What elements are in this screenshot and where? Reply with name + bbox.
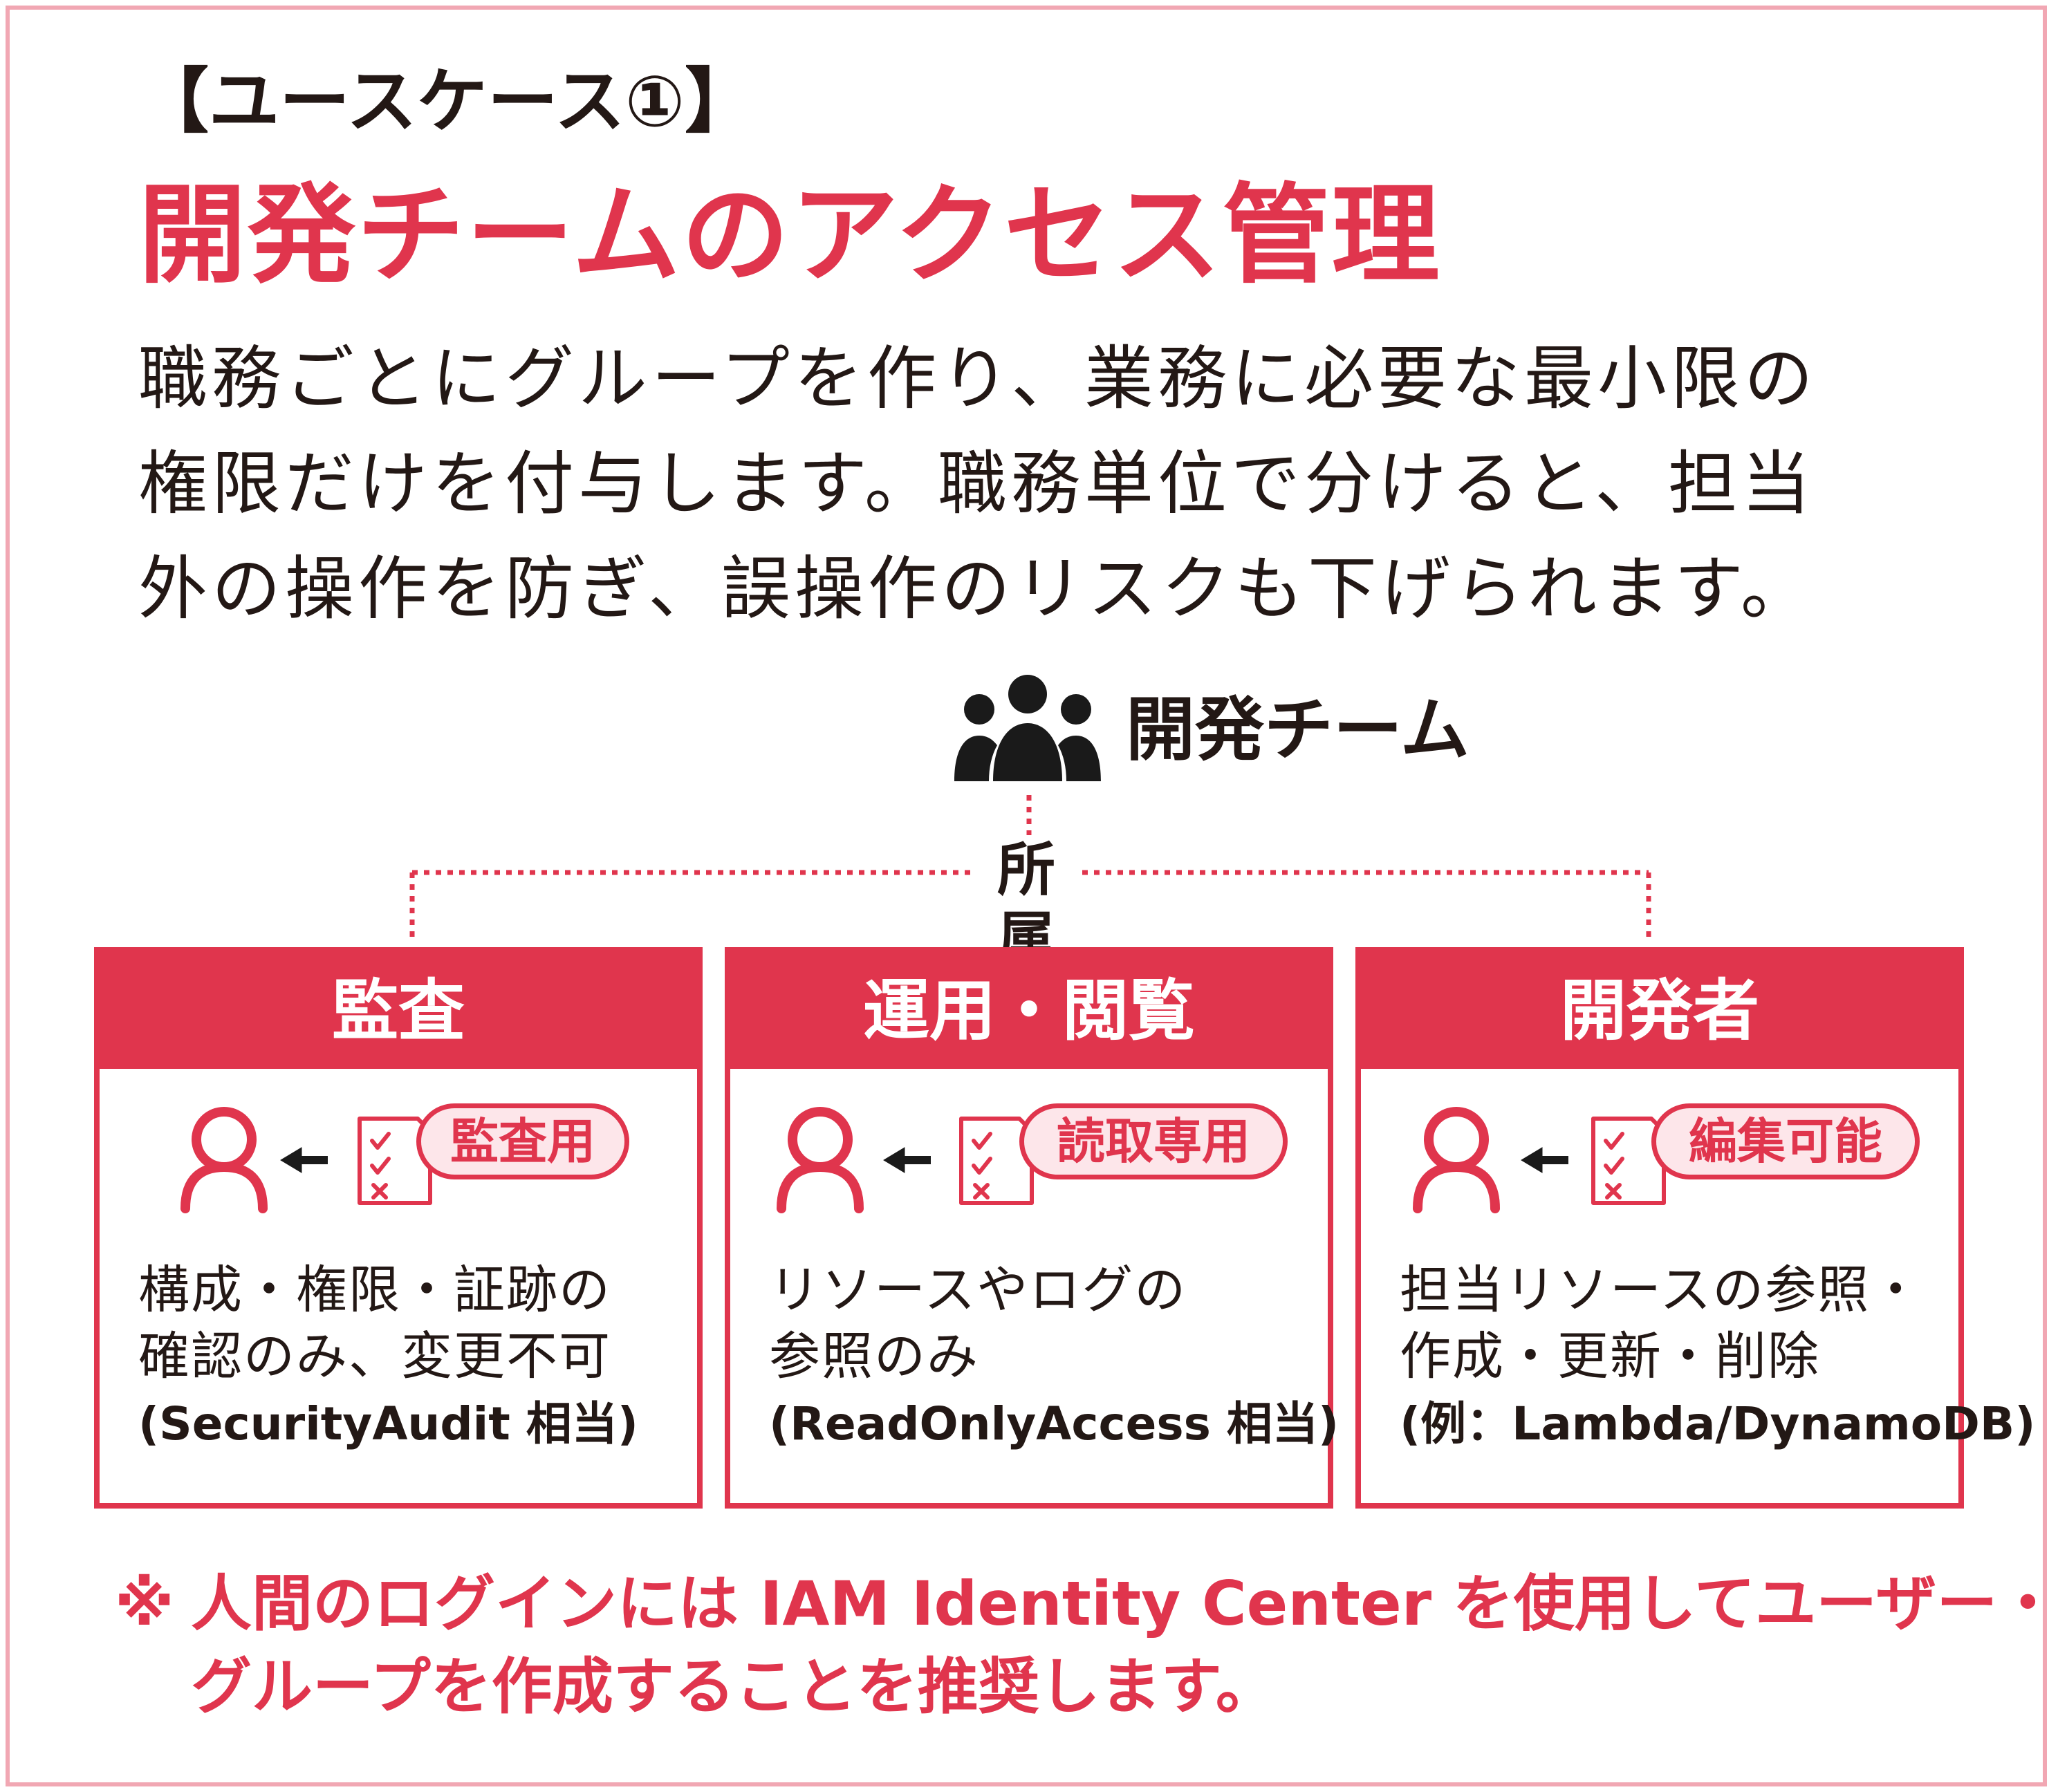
group-name: 開発者 — [1361, 953, 1958, 1069]
group-description: 担当リソースの参照・ 作成・更新・削除 — [1400, 1257, 1953, 1390]
user-icon — [777, 1107, 864, 1213]
group-description-line: 参照のみ — [769, 1327, 979, 1386]
user-icon — [180, 1107, 268, 1213]
user-icon — [1413, 1107, 1500, 1213]
group-card-audit: 監査 監査用 構成・権限・証跡の 確認のみ、変更不可 (SecurityAudi… — [94, 947, 703, 1509]
footnote-mark: ※ — [115, 1568, 174, 1639]
group-description: 構成・権限・証跡の 確認のみ、変更不可 — [138, 1257, 692, 1390]
arrow-left-icon — [883, 1147, 931, 1173]
permission-badge: 読取専用 — [1019, 1103, 1288, 1179]
team-name: 開発チーム — [1126, 689, 1470, 770]
page-title: 開発チームのアクセス管理 — [138, 172, 1441, 298]
group-description: リソースやログの 参照のみ — [769, 1257, 1322, 1390]
group-policy-note: (ReadOnlyAccess 相当) — [769, 1397, 1339, 1450]
group-description-line: 確認のみ、変更不可 — [138, 1327, 611, 1386]
group-description-line: 担当リソースの参照・ — [1400, 1260, 1923, 1320]
description-line: 外の操作を防ぎ、誤操作のリスクも下げられます。 — [138, 548, 1814, 629]
footnote-line: 人間のログインには IAM Identity Center を使用してユーザー・ — [191, 1568, 2058, 1639]
footnote-line: グループを作成することを推奨します。 — [191, 1651, 1277, 1722]
arrow-left-icon — [280, 1147, 328, 1173]
permission-badge: 編集可能 — [1651, 1103, 1920, 1179]
user-policy-graphic — [777, 1107, 1034, 1213]
checklist-icon — [358, 1117, 432, 1205]
group-policy-note: (SecurityAudit 相当) — [138, 1397, 638, 1450]
team-icon — [954, 675, 1101, 781]
group-description-line: リソースやログの — [769, 1260, 1187, 1320]
permission-badge: 監査用 — [416, 1103, 629, 1179]
group-card-developer: 開発者 編集可能 担当リソースの参照・ 作成・更新・削除 (例：Lambda/D… — [1355, 947, 2036, 1509]
description: 職務ごとにグループを作り、業務に必要な最小限の 権限だけを付与します。職務単位で… — [138, 326, 1964, 642]
description-line: 権限だけを付与します。職務単位で分けると、担当 — [138, 443, 1815, 524]
group-name: 監査 — [100, 953, 697, 1069]
user-policy-graphic — [180, 1107, 432, 1213]
outer-frame — [6, 6, 2047, 1786]
group-name: 運用・閲覧 — [730, 953, 1328, 1069]
description-line: 職務ごとにグループを作り、業務に必要な最小限の — [138, 338, 1817, 419]
group-card-operations: 運用・閲覧 読取専用 リソースやログの 参照のみ (ReadOnlyAccess… — [725, 947, 1339, 1509]
group-policy-note: (例：Lambda/DynamoDB) — [1400, 1397, 2036, 1450]
use-case-label: 【ユースケース①】 — [138, 61, 756, 143]
footnote-text: 人間のログインには IAM Identity Center を使用してユーザー・… — [191, 1562, 2058, 1728]
user-policy-graphic — [1413, 1107, 1666, 1213]
group-description-line: 構成・権限・証跡の — [138, 1260, 611, 1320]
arrow-left-icon — [1521, 1147, 1568, 1173]
group-description-line: 作成・更新・削除 — [1400, 1327, 1820, 1386]
